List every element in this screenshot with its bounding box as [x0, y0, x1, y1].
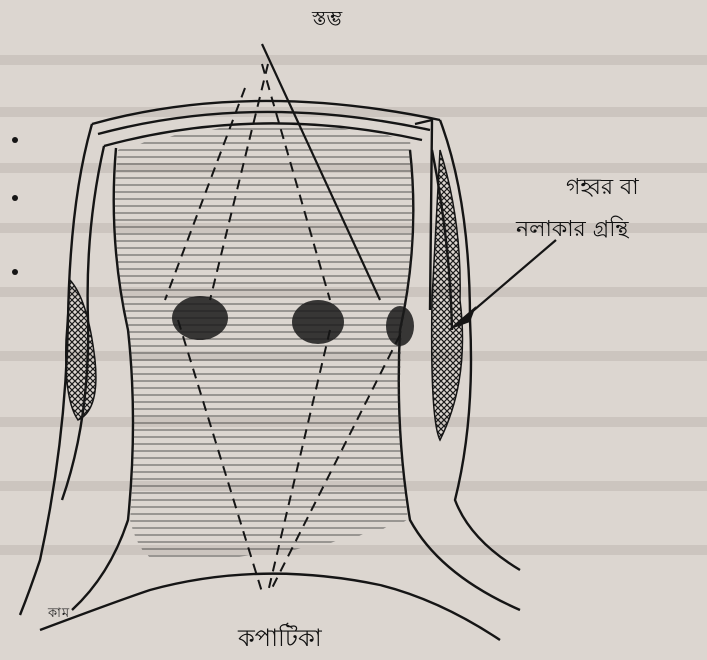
right-gland-mass: [432, 150, 463, 440]
label-crypt-line2: নলাকার গ্রন্থি: [516, 212, 629, 249]
label-valve: কপাটিকা: [238, 620, 322, 660]
left-gland-mass: [66, 280, 96, 420]
label-crypt-line1: গহ্বর বা: [566, 170, 639, 207]
mucosa-hatching: [115, 125, 414, 560]
stray-dots: [12, 137, 18, 275]
label-column: স্তম্ভ: [312, 4, 342, 37]
artist-signature: কাম: [48, 604, 70, 625]
